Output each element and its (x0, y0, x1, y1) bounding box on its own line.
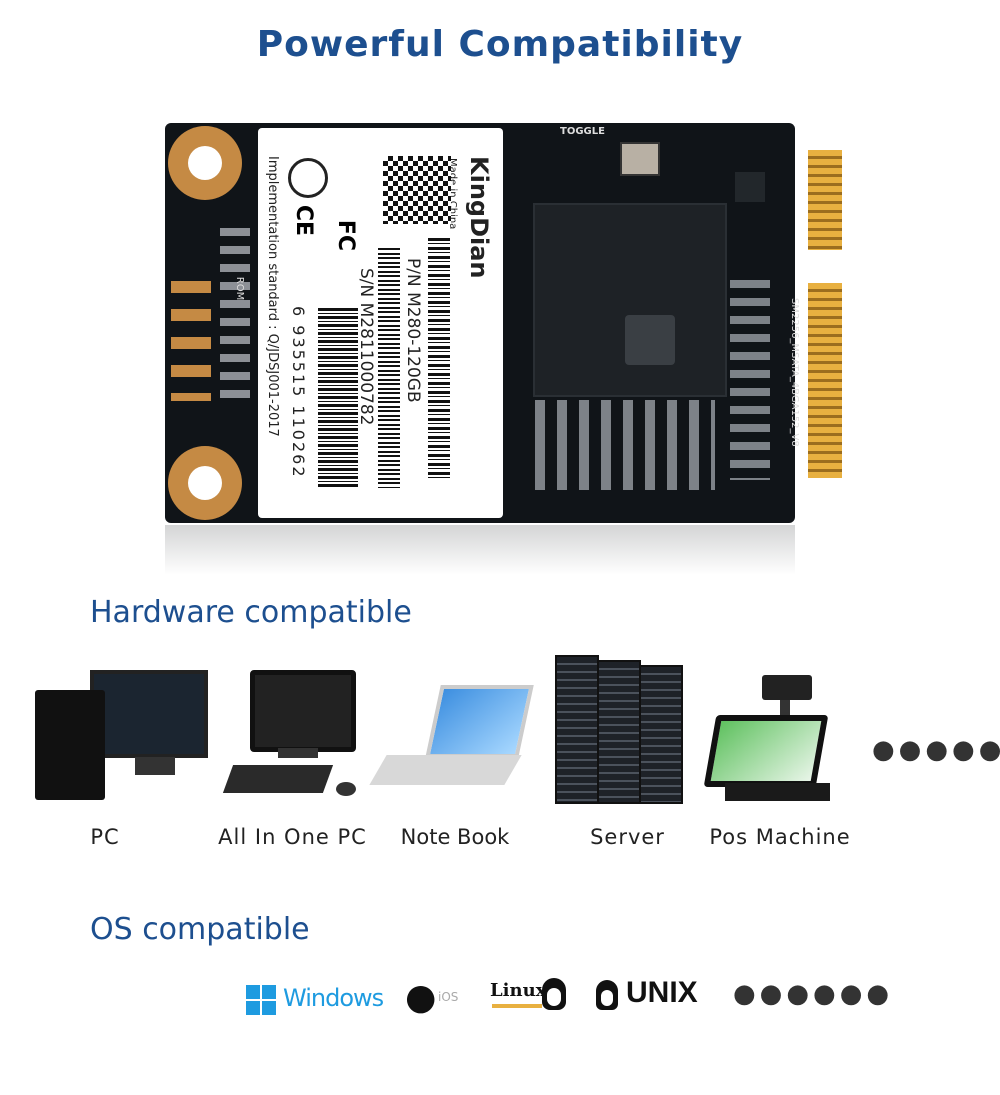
aio-stand (278, 748, 318, 758)
server-unit-3 (639, 665, 683, 804)
laptop-base (369, 755, 522, 785)
barcode-ean (318, 308, 358, 488)
serial-number: S/N M2811000782 (356, 268, 376, 426)
mounting-hole-bottom (168, 446, 242, 520)
pos-base (725, 783, 830, 801)
part-number: P/N M280-120GB (403, 258, 423, 403)
rom-silkscreen: ROM (234, 276, 246, 301)
all-in-one-pc-icon (222, 670, 363, 805)
desktop-pc-icon (35, 665, 208, 805)
laptop-icon (369, 685, 534, 805)
hardware-label-aio: All In One PC (218, 825, 367, 849)
hardware-label-pc: PC (90, 825, 120, 849)
os-more-dots: ●●●●●● (733, 979, 894, 1009)
test-pads (171, 281, 211, 401)
smd-components-right (730, 280, 770, 480)
hardware-more-dots: ●●●●●● (872, 735, 1000, 765)
page-title: Powerful Compatibility (256, 24, 744, 65)
ce-mark-icon: CE (291, 204, 317, 237)
apple-logo-icon: ● (405, 977, 437, 1018)
os-label-ios: iOS (438, 990, 459, 1004)
monitor-screen (90, 670, 208, 758)
os-section-title: OS compatible (90, 912, 310, 947)
os-label-windows: Windows (283, 984, 384, 1012)
board-model-silkscreen: SM2256_MSATA_4BGA152_V8 (789, 298, 800, 447)
mouse (336, 782, 356, 796)
mounting-hole-top (168, 126, 242, 200)
chip-logo-icon (625, 315, 675, 365)
fcc-mark-icon: FC (333, 219, 359, 252)
ssd-reflection (165, 525, 795, 575)
keyboard (222, 765, 334, 793)
customer-display (762, 675, 812, 700)
standard-text: Implementation standard : Q/JDSJ001-2017 (265, 156, 280, 437)
tower-case (35, 690, 105, 800)
product-label-sticker: KingDian Made in China P/N M280-120GB S/… (258, 128, 503, 518)
toggle-silkscreen: TOGGLE (560, 126, 605, 137)
display-pole (780, 700, 790, 720)
laptop-screen (425, 685, 534, 758)
hardware-label-notebook: Note Book (400, 825, 510, 849)
brand-name: KingDian (465, 156, 493, 279)
smd-components-bottom (535, 400, 715, 490)
os-label-linux: Linux (490, 980, 547, 1001)
monitor-stand (135, 757, 175, 775)
smd-components-left (220, 228, 250, 398)
windows-logo-icon (246, 985, 276, 1015)
barcode-sn (378, 248, 400, 488)
server-rack-icon (555, 655, 685, 805)
linux-underline (492, 1004, 542, 1008)
connector-pins-bottom (808, 283, 842, 478)
rohs-20-icon (288, 158, 328, 198)
hardware-section-title: Hardware compatible (90, 595, 412, 630)
oscillator-component (620, 142, 660, 176)
barcode-number: 6 935515 110262 (289, 306, 308, 479)
os-label-unix: UNIX (626, 976, 698, 1009)
unix-tux-icon (596, 980, 618, 1010)
qr-code (383, 156, 451, 224)
connector-pins-top (808, 150, 842, 250)
server-unit-1 (555, 655, 599, 804)
pos-machine-icon (700, 675, 835, 805)
server-unit-2 (597, 660, 641, 804)
hardware-label-pos: Pos Machine (709, 825, 851, 849)
barcode-pn (428, 238, 450, 478)
pos-screen (703, 715, 829, 787)
linux-tux-icon (542, 978, 566, 1010)
aio-screen (250, 670, 356, 752)
small-chip (735, 172, 765, 202)
hardware-label-server: Server (590, 825, 665, 849)
controller-chip (533, 203, 727, 397)
